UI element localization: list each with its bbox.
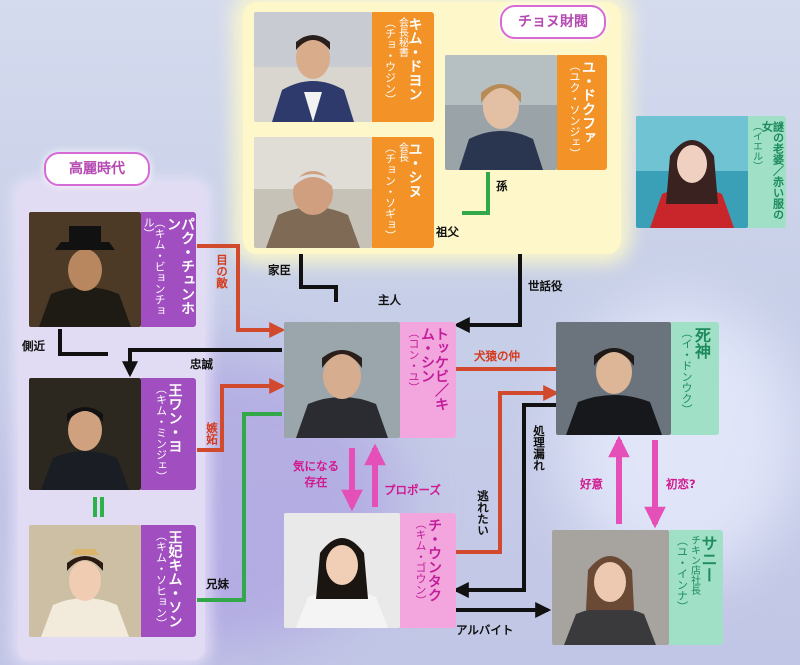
wangyeo-photo	[29, 378, 141, 490]
sunny-actor: （ユ・インナ）	[675, 535, 689, 612]
wangyeo-actor: （キム・ミンジェ）	[154, 383, 168, 482]
yu-shinu-role: 会長	[396, 142, 408, 162]
enemy-arrow	[197, 244, 286, 338]
yu-dokhwa-name: ユ・ドクファ	[580, 60, 596, 144]
caretaker-label: 世話役	[528, 279, 563, 293]
curious-label: 気になる存在	[293, 459, 339, 489]
propose-label: プロポーズ	[384, 483, 441, 497]
queen-actor: （キム・ソヒョン）	[154, 530, 168, 629]
favor-label: 好意	[580, 477, 603, 491]
escaped-label: 逃れたい	[476, 490, 490, 536]
goblin-actor: （コン・ユ）	[407, 327, 420, 393]
grandfather-label: 祖父	[436, 225, 459, 239]
reaper-photo	[556, 322, 671, 435]
aide-label: 側近	[22, 339, 45, 353]
mystery-label: 謎の老婆／赤い服の女 （イエル）	[748, 116, 786, 228]
park-name: パク・チュンホン	[165, 217, 195, 315]
mystery-name: 謎の老婆／赤い服の女	[760, 121, 785, 220]
enemy-label: 目の敵	[215, 254, 229, 289]
euntak-name: チ・ウンタク	[426, 518, 442, 602]
cats-dogs-label: 犬猿の仲	[474, 349, 520, 363]
kim-doyon-name: キム・ドヨン	[406, 17, 423, 101]
mystery-actor: （イエル）	[750, 121, 762, 171]
servant-label: 家臣	[268, 263, 291, 277]
reaper-label: 死神 （イ・ドンウク）	[671, 322, 719, 435]
equal-sign-bar	[100, 497, 104, 517]
first-love-label: 初恋?	[666, 477, 696, 491]
jealousy-arrow	[197, 378, 286, 452]
yu-shinu-photo	[254, 137, 372, 248]
caretaker-arrow	[453, 254, 522, 333]
wangyeo-name: 王ワン・ヨ	[166, 383, 183, 453]
euntak-actor: （キム・ゴウン）	[414, 518, 427, 606]
siblings-label: 兄妹	[206, 577, 229, 591]
queen-name: 王妃キム・ソン	[166, 530, 183, 628]
yu-dokhwa-actor: （ユク・ソンジェ）	[568, 60, 581, 159]
goblin-label: トッケビ／キム・シン （コン・ユ）	[400, 322, 456, 438]
queen-label: 王妃キム・ソン （キム・ソヒョン）	[141, 525, 196, 637]
servant-line	[299, 254, 338, 302]
escaped-arrow	[456, 385, 560, 554]
yu-shinu-label: ユ・シヌ 会長 （チョン・ソギョ）	[372, 137, 434, 248]
master-label: 主人	[378, 293, 401, 307]
cheonu-group-tag: チョヌ財閥	[500, 5, 606, 39]
kim-doyon-label: キム・ドヨン 会長秘書 （チョ・ウジン）	[372, 12, 434, 122]
queen-photo	[29, 525, 141, 637]
park-label: パク・チュンホン （キム・ビョンチョル）	[141, 212, 196, 327]
missed-record-label: 処理漏れ	[532, 425, 546, 471]
yu-shinu-actor: （チョン・ソギョ）	[383, 142, 397, 241]
sunny-role: チキン店社長	[688, 535, 700, 595]
goryeo-group-tag: 高麗時代	[44, 152, 150, 186]
reaper-actor: （イ・ドンウク）	[680, 327, 693, 415]
wangyeo-label: 王ワン・ヨ （キム・ミンジェ）	[141, 378, 196, 490]
kim-doyon-role: 会長秘書	[396, 17, 408, 57]
goblin-name: トッケビ／キム・シン	[419, 327, 449, 411]
equal-sign-bar	[93, 497, 97, 517]
kim-doyon-actor: （チョ・ウジン）	[383, 17, 397, 105]
sunny-photo	[552, 530, 669, 645]
park-actor: （キム・ビョンチョル）	[142, 217, 166, 316]
yu-shinu-name: ユ・シヌ	[406, 142, 423, 198]
euntak-label: チ・ウンタク （キム・ゴウン）	[400, 513, 456, 628]
sunny-name: サニー	[698, 535, 718, 583]
yu-dokhwa-label: ユ・ドクファ （ユク・ソンジェ）	[557, 55, 607, 170]
loyalty-label: 忠誠	[190, 357, 213, 371]
reaper-name: 死神	[692, 327, 711, 359]
missed-record-arrow	[452, 403, 556, 598]
kim-doyon-photo	[254, 12, 372, 122]
sunny-label: サニー チキン店社長 （ユ・インナ）	[669, 530, 723, 645]
part-time-label: アルバイト	[456, 623, 514, 637]
loyalty-arrow	[122, 348, 282, 378]
yu-dokhwa-photo	[445, 55, 557, 170]
park-photo	[29, 212, 141, 327]
mystery-photo	[636, 116, 748, 228]
jealousy-label: 嫉妬	[205, 422, 219, 445]
euntak-photo	[284, 513, 400, 628]
siblings-line	[197, 412, 282, 602]
goblin-photo	[284, 322, 400, 438]
aide-line	[58, 329, 108, 356]
grandson-label: 孫	[496, 179, 508, 193]
grandfather-line	[462, 172, 490, 215]
